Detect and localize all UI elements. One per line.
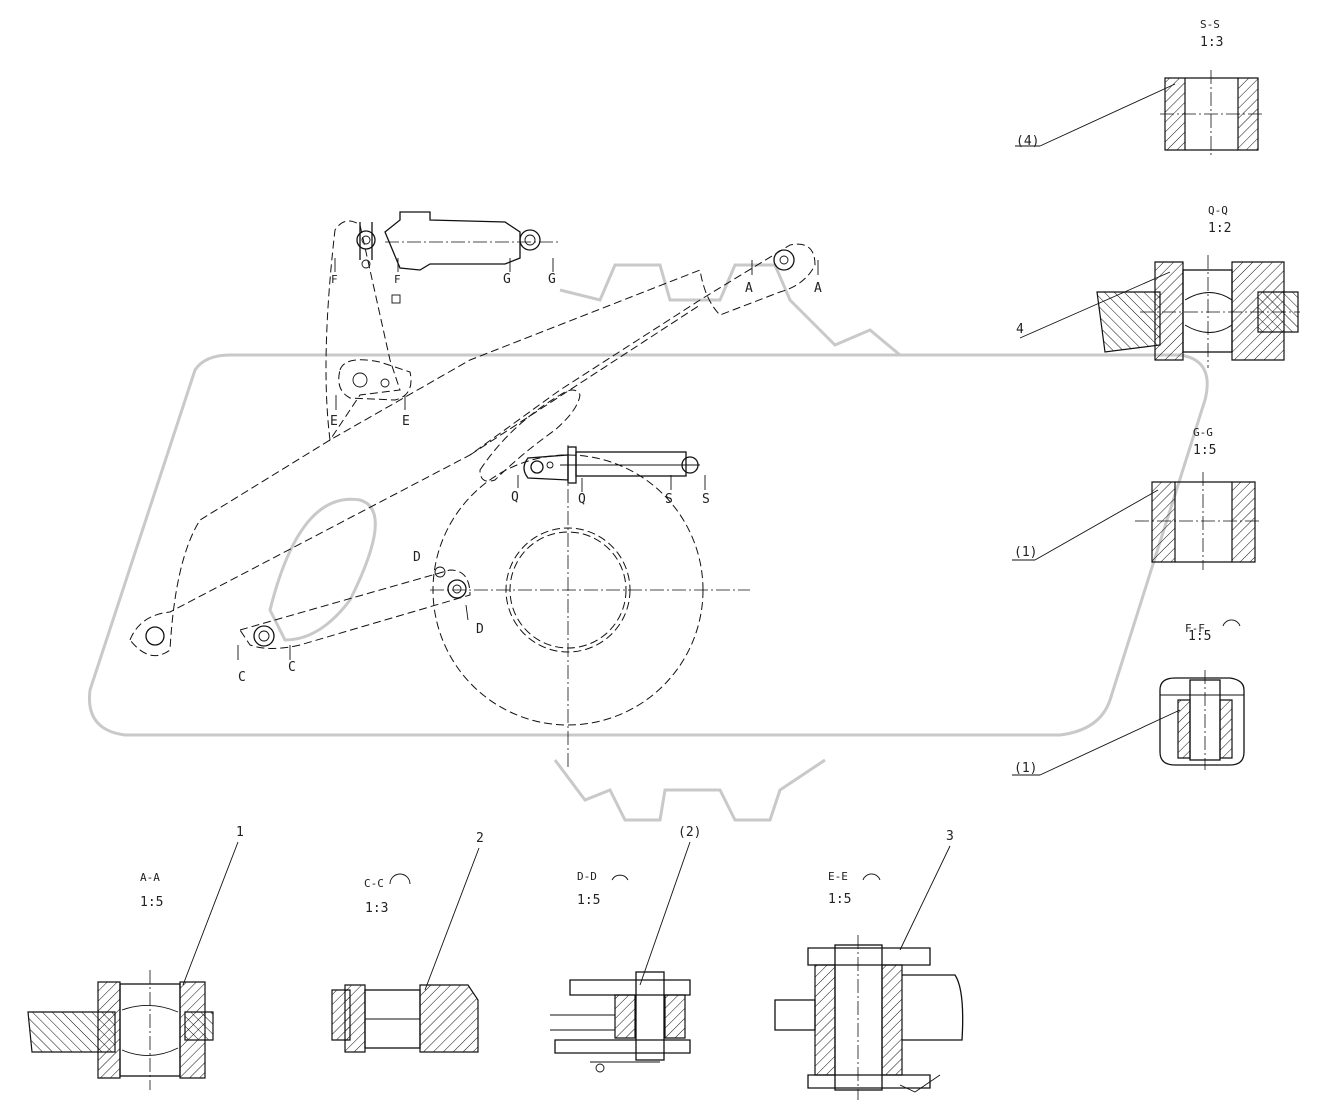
mark-c-left: C bbox=[238, 670, 246, 685]
rotation-arrow-icon bbox=[1222, 619, 1241, 627]
section-d-d: (2) D-D 1:5 bbox=[550, 825, 701, 1073]
mark-f-left: F bbox=[331, 273, 338, 286]
section-c-c-scale: 1:3 bbox=[365, 901, 388, 916]
section-q-q-title: Q-Q bbox=[1208, 204, 1228, 217]
mark-d-bottom: D bbox=[476, 622, 484, 637]
mark-c-right: C bbox=[288, 660, 296, 675]
mark-e-right: E bbox=[402, 414, 410, 429]
callout-4-paren: (4) bbox=[1016, 134, 1039, 149]
mark-q-left: Q bbox=[511, 490, 519, 505]
callout-1-gg: (1) bbox=[1014, 545, 1037, 560]
section-a-a: 1 A-A 1:5 bbox=[27, 825, 244, 1090]
section-f-f-scale: 1:5 bbox=[1188, 629, 1211, 644]
mark-g-left: G bbox=[503, 272, 511, 287]
section-f-f: F-F 1:5 (1) bbox=[1012, 619, 1245, 776]
rotation-arrow-icon bbox=[389, 873, 411, 885]
section-s-s-scale: 1:3 bbox=[1200, 35, 1223, 50]
section-q-q-scale: 1:2 bbox=[1208, 221, 1231, 236]
section-g-g: G-G 1:5 (1) bbox=[1012, 426, 1262, 570]
watermark-logo bbox=[87, 263, 1209, 822]
section-c-c: 2 C-C 1:3 bbox=[331, 831, 484, 1053]
section-a-a-title: A-A bbox=[140, 871, 160, 884]
callout-4: 4 bbox=[1016, 322, 1024, 337]
mark-e-left: E bbox=[330, 414, 338, 429]
rotation-arrow-icon bbox=[862, 873, 881, 881]
mark-d-top: D bbox=[413, 550, 421, 565]
callout-3: 3 bbox=[946, 829, 954, 844]
section-q-q: Q-Q 1:2 4 bbox=[1016, 204, 1300, 368]
section-e-e: 3 E-E 1:5 bbox=[774, 829, 964, 1100]
callout-1: 1 bbox=[236, 825, 244, 840]
section-e-e-scale: 1:5 bbox=[828, 892, 851, 907]
section-g-g-title: G-G bbox=[1193, 426, 1213, 439]
mark-a-right: A bbox=[814, 281, 822, 296]
mark-f-right: F bbox=[394, 273, 401, 286]
mark-s-left: S bbox=[665, 492, 673, 507]
section-s-s: S-S 1:3 (4) bbox=[1015, 18, 1265, 158]
section-marks: F F G G A A E E Q Q S S D D bbox=[237, 258, 822, 685]
mark-g-right: G bbox=[548, 272, 556, 287]
rotation-arrow-icon bbox=[611, 874, 629, 881]
section-f-f-title: F-F bbox=[1185, 622, 1205, 635]
section-d-d-title: D-D bbox=[577, 870, 597, 883]
mark-q-right: Q bbox=[578, 492, 586, 507]
callout-2: 2 bbox=[476, 831, 484, 846]
main-assembly-view: F F G G A A E E Q Q S S D D bbox=[129, 211, 822, 770]
callout-2-paren: (2) bbox=[678, 825, 701, 840]
mark-a-left: A bbox=[745, 281, 753, 296]
section-a-a-scale: 1:5 bbox=[140, 895, 163, 910]
section-c-c-title: C-C bbox=[364, 877, 384, 890]
section-d-d-scale: 1:5 bbox=[577, 893, 600, 908]
mark-s-right: S bbox=[702, 492, 710, 507]
section-g-g-scale: 1:5 bbox=[1193, 443, 1216, 458]
section-e-e-title: E-E bbox=[828, 870, 848, 883]
callout-1-ff: (1) bbox=[1014, 761, 1037, 776]
section-s-s-title: S-S bbox=[1200, 18, 1220, 31]
